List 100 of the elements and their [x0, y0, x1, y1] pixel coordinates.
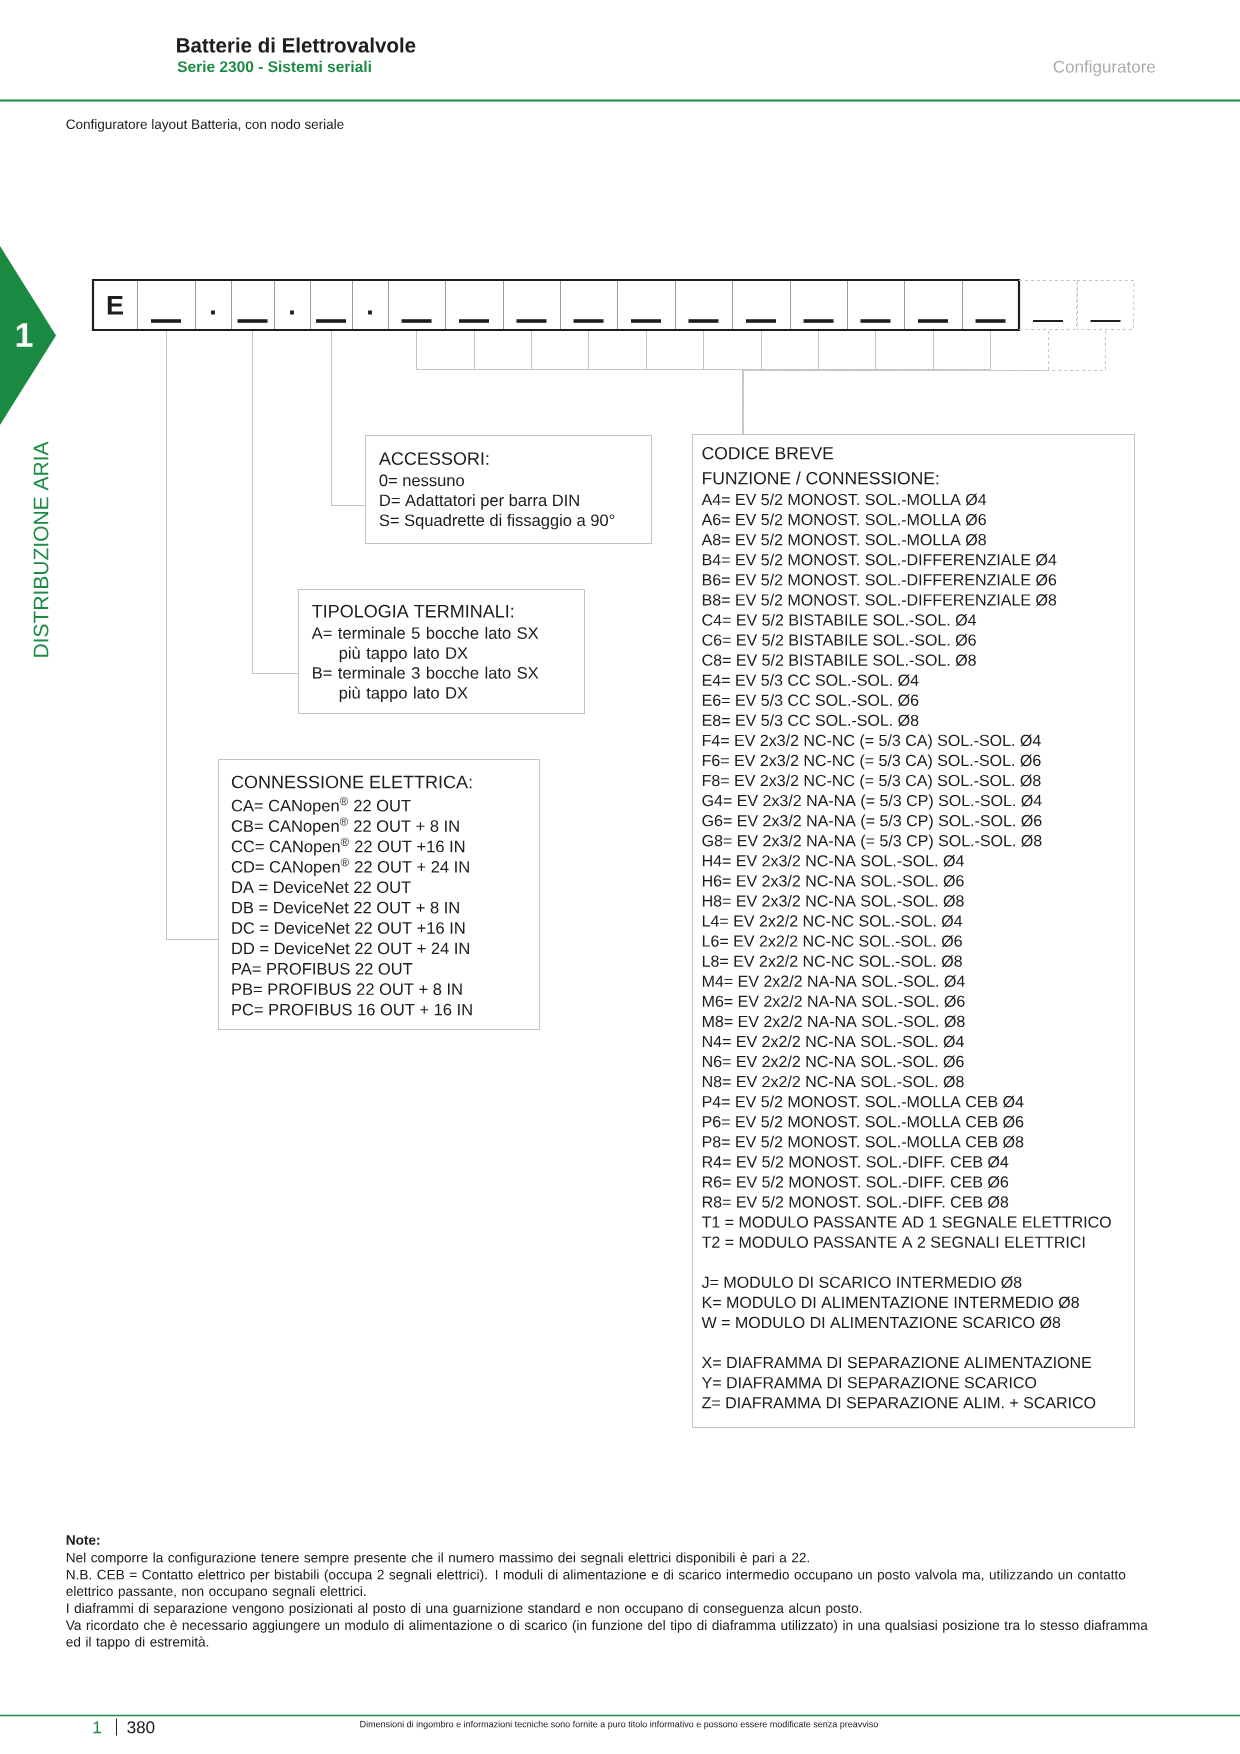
- box-heading: CONNESSIONE ELETTRICA:: [231, 775, 472, 789]
- option-text: 0= nessuno: [379, 474, 464, 487]
- header-subtitle: Serie 2300 - Sistemi seriali: [177, 60, 371, 73]
- option-text: F6= EV 2x3/2 NC-NC (= 5/3 CA) SOL.-SOL. Ø6: [702, 754, 1041, 770]
- option-text: N6= EV 2x2/2 NC-NA SOL.-SOL. Ø6: [702, 1055, 964, 1068]
- page-title: Batterie di Elettrovalvole: [177, 37, 416, 53]
- option-text: A6= EV 5/2 MONOST. SOL.-MOLLA Ø6: [701, 513, 986, 526]
- connector-line: [474, 330, 475, 370]
- option-text: A= terminale 5 bocche lato SX più tappo lato DX: [311, 626, 539, 663]
- option-text: CC= CANopen$^{®}$ 22 OUT +16 IN: [231, 837, 465, 856]
- code-cell: .: [272, 278, 312, 332]
- code-cell: .: [193, 278, 233, 332]
- option-text: CD= CANopen$^{®}$ 22 OUT + 24 IN: [231, 858, 469, 876]
- option-text: L4= EV 2x2/2 NC-NC SOL.-SOL. Ø4: [702, 914, 963, 927]
- option-text: T2 = MODULO PASSANTE A 2 SEGNALI ELETTRICI: [701, 1236, 1085, 1248]
- option-text: Y= DIAFRAMMA DI SEPARAZIONE SCARICO: [701, 1377, 1037, 1389]
- option-text: L6= EV 2x2/2 NC-NC SOL.-SOL. Ø6: [702, 935, 962, 948]
- option-text: C6= EV 5/2 BISTABILE SOL.-SOL. Ø6: [702, 633, 976, 646]
- option-text: A4= EV 5/2 MONOST. SOL.-MOLLA Ø4: [701, 493, 987, 506]
- connector-line: [818, 330, 819, 370]
- leader-line: [166, 330, 219, 940]
- notes-heading: Note:: [66, 1535, 100, 1545]
- option-text: DC = DeviceNet 22 OUT +16 IN: [232, 921, 465, 934]
- option-text: T1 = MODULO PASSANTE AD 1 SEGNALE ELETTRICO: [701, 1216, 1111, 1228]
- option-text: X= DIAFRAMMA DI SEPARAZIONE ALIMENTAZIONE: [701, 1356, 1092, 1369]
- option-text: G8= EV 2x3/2 NA-NA (= 5/3 CP) SOL.-SOL. Ø8: [702, 834, 1042, 850]
- option-text: H8= EV 2x3/2 NC-NA SOL.-SOL. Ø8: [702, 894, 964, 907]
- option-text: E4= EV 5/3 CC SOL.-SOL. Ø4: [702, 674, 919, 687]
- option-text: R4= EV 5/2 MONOST. SOL.-DIFF. CEB Ø4: [702, 1155, 1009, 1168]
- option-text: P6= EV 5/2 MONOST. SOL.-MOLLA CEB Ø6: [702, 1115, 1024, 1128]
- option-text: M6= EV 2x2/2 NA-NA SOL.-SOL. Ø6: [702, 995, 965, 1008]
- connector-line: [761, 330, 762, 370]
- connector-line: [531, 330, 532, 370]
- page-number: 380: [127, 1721, 155, 1734]
- chapter-number: 1: [93, 1721, 101, 1734]
- option-text: B6= EV 5/2 MONOST. SOL.-DIFFERENZIALE Ø6: [702, 573, 1057, 586]
- option-text: B8= EV 5/2 MONOST. SOL.-DIFFERENZIALE Ø8: [702, 593, 1057, 606]
- option-text: L8= EV 2x2/2 NC-NC SOL.-SOL. Ø8: [702, 955, 962, 968]
- connector-line: [990, 330, 991, 370]
- option-text: M4= EV 2x2/2 NA-NA SOL.-SOL. Ø4: [702, 975, 965, 988]
- option-text: R6= EV 5/2 MONOST. SOL.-DIFF. CEB Ø6: [702, 1175, 1009, 1188]
- option-text: E6= EV 5/3 CC SOL.-SOL. Ø6: [702, 694, 919, 707]
- connector-line: [646, 330, 647, 370]
- option-text: S= Squadrette di fissaggio a 90°: [379, 514, 615, 530]
- option-text: DD = DeviceNet 22 OUT + 24 IN: [232, 942, 469, 955]
- option-text: CA= CANopen$^{®}$ 22 OUT: [231, 797, 411, 815]
- connector-line: [743, 330, 1106, 435]
- option-text: P8= EV 5/2 MONOST. SOL.-MOLLA CEB Ø8: [702, 1135, 1024, 1148]
- option-text: Z= DIAFRAMMA DI SEPARAZIONE ALIM. + SCARICO: [702, 1397, 1096, 1409]
- connector-line: [416, 369, 743, 370]
- note-text: Nel comporre la configurazione tenere sempre presente che il numero massimo dei segnali elettrici disponibili è pari a 22.: [66, 1552, 809, 1566]
- footer-note: Dimensioni di ingombro e informazioni tecniche sono fornite a puro titolo informativo e possono essere modificate senza preavviso: [360, 1720, 878, 1730]
- leader-line: [331, 330, 366, 506]
- option-text: F4= EV 2x3/2 NC-NC (= 5/3 CA) SOL.-SOL. Ø4: [702, 734, 1041, 750]
- option-text: PB= PROFIBUS 22 OUT + 8 IN: [232, 983, 462, 995]
- option-text: N4= EV 2x2/2 NC-NA SOL.-SOL. Ø4: [702, 1035, 964, 1048]
- box-heading: CODICE BREVE: [702, 447, 834, 460]
- connector-line: [743, 330, 1049, 435]
- note-text: N.B. CEB = Contatto elettrico per bistabili (occupa 2 segnali elettrici). I moduli di alimentazione e di scarico intermedio occupano un posto valvola ma, utilizzando un contatto elettrico passante, non occupano segnali elettrici.: [66, 1569, 1126, 1599]
- option-text: A8= EV 5/2 MONOST. SOL.-MOLLA Ø8: [701, 533, 986, 546]
- box-heading: TIPOLOGIA TERMINALI:: [312, 604, 514, 618]
- box-heading: ACCESSORI:: [378, 452, 489, 465]
- option-text: D= Adattatori per barra DIN: [380, 494, 579, 510]
- option-text: DB = DeviceNet 22 OUT + 8 IN: [232, 901, 459, 914]
- box-heading: FUNZIONE / CONNESSIONE:: [703, 471, 939, 485]
- option-text: F8= EV 2x3/2 NC-NC (= 5/3 CA) SOL.-SOL. Ø8: [702, 774, 1041, 790]
- connector-line: [588, 330, 589, 370]
- option-text: H4= EV 2x3/2 NC-NA SOL.-SOL. Ø4: [702, 854, 964, 867]
- option-text: B4= EV 5/2 MONOST. SOL.-DIFFERENZIALE Ø4: [702, 553, 1057, 566]
- option-text: CB= CANopen$^{®}$ 22 OUT + 8 IN: [231, 817, 459, 836]
- code-cell: .: [350, 278, 390, 332]
- option-text: R8= EV 5/2 MONOST. SOL.-DIFF. CEB Ø8: [702, 1195, 1009, 1208]
- connector-line: [875, 330, 876, 370]
- connector-line: [933, 330, 934, 370]
- option-text: DA = DeviceNet 22 OUT: [232, 880, 411, 894]
- connector-line: [742, 369, 991, 370]
- option-text: H6= EV 2x3/2 NC-NA SOL.-SOL. Ø6: [702, 874, 964, 887]
- option-text: N8= EV 2x2/2 NC-NA SOL.-SOL. Ø8: [702, 1075, 964, 1088]
- option-text: C4= EV 5/2 BISTABILE SOL.-SOL. Ø4: [702, 613, 977, 626]
- section-tab: 1: [0, 246, 56, 425]
- option-text: G6= EV 2x3/2 NA-NA (= 5/3 CP) SOL.-SOL. Ø6: [702, 814, 1042, 830]
- connector-line: [742, 369, 743, 435]
- option-text: PC= PROFIBUS 16 OUT + 16 IN: [232, 1003, 472, 1016]
- code-cell: E: [90, 278, 139, 332]
- option-text: W = MODULO DI ALIMENTAZIONE SCARICO Ø8: [701, 1316, 1061, 1329]
- option-text: G4= EV 2x3/2 NA-NA (= 5/3 CP) SOL.-SOL. Ø4: [702, 794, 1042, 810]
- option-text: P4= EV 5/2 MONOST. SOL.-MOLLA CEB Ø4: [702, 1095, 1024, 1108]
- connector-line: [416, 330, 417, 370]
- option-text: B= terminale 3 bocche lato SX più tappo lato DX: [313, 666, 539, 702]
- leader-line: [252, 330, 299, 674]
- connector-line: [703, 330, 704, 370]
- option-text: E8= EV 5/3 CC SOL.-SOL. Ø8: [702, 714, 919, 727]
- section-label: Configuratore: [1053, 60, 1156, 77]
- option-text: C8= EV 5/2 BISTABILE SOL.-SOL. Ø8: [702, 654, 976, 667]
- option-text: PA= PROFIBUS 22 OUT: [232, 962, 413, 975]
- option-text: K= MODULO DI ALIMENTAZIONE INTERMEDIO Ø8: [702, 1296, 1079, 1309]
- option-text: M8= EV 2x2/2 NA-NA SOL.-SOL. Ø8: [702, 1015, 965, 1028]
- note-text: I diaframmi di separazione vengono posizionati al posto di una guarnizione standard e non occupano di conseguenza alcun posto.: [67, 1603, 862, 1616]
- section-title: DISTRIBUZIONE ARIA: [33, 441, 49, 657]
- figure-caption: Configuratore layout Batteria, con nodo seriale: [66, 119, 344, 132]
